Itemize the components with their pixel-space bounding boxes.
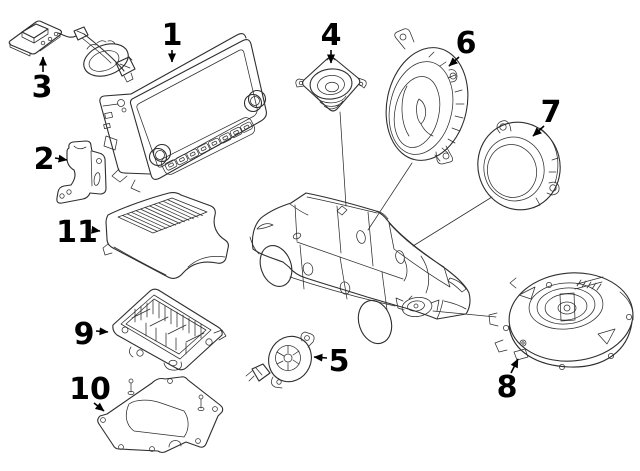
head-unit-button-row: [160, 117, 256, 175]
dash-speaker-location: [356, 230, 366, 244]
leader-line-6: [367, 162, 413, 231]
callout-11-number: 11: [56, 215, 98, 250]
side-mirror: [292, 232, 302, 240]
callout-2-arrow: [54, 154, 68, 163]
callout-7-arrow: [532, 125, 545, 137]
callout-6-number: 6: [456, 26, 477, 61]
callout-8-number: 8: [497, 370, 518, 405]
leader-line-8: [432, 310, 497, 318]
callout-3[interactable]: 3: [32, 56, 53, 105]
callout-10-number: 10: [69, 372, 111, 407]
round-speaker-drawing: [477, 120, 561, 211]
callout-1-number: 1: [162, 18, 183, 53]
callout-7-number: 7: [541, 95, 562, 130]
callout-11-arrow: [91, 225, 101, 234]
head-unit-knob-left: [148, 143, 172, 167]
leader-line-7: [412, 196, 493, 247]
callout-6[interactable]: 6: [448, 26, 477, 67]
callout-5-number: 5: [329, 344, 350, 379]
callout-5[interactable]: 5: [313, 344, 350, 379]
head-unit-knob-right: [243, 89, 267, 113]
rear-wheel: [357, 299, 393, 345]
callout-10-arrow: [93, 402, 105, 412]
callout-10[interactable]: 10: [69, 372, 111, 412]
rear-speaker-location: [395, 250, 405, 264]
callout-4[interactable]: 4: [321, 18, 342, 64]
callout-3-number: 3: [32, 70, 53, 105]
amplifier-heatsink-ribs: [122, 199, 203, 232]
callout-8-arrow: [510, 358, 519, 374]
callout-4-number: 4: [321, 18, 342, 53]
oval-speaker-rim-ticks: [428, 51, 465, 162]
subwoofer-hatch-detail: [574, 276, 604, 291]
callout-5-arrow: [313, 353, 328, 362]
junction-box-drawing: [112, 288, 227, 371]
amplifier-drawing: [102, 192, 229, 279]
head-unit-chassis-details: [102, 99, 141, 193]
callout-9-arrow: [95, 327, 109, 336]
mounting-plate-drawing: [97, 376, 224, 454]
front-wheel: [259, 245, 293, 287]
callout-9[interactable]: 9: [74, 317, 109, 352]
antenna-module-drawing: [8, 20, 136, 83]
small-speaker-drawing: [245, 331, 315, 389]
leader-line-4: [339, 111, 347, 207]
roof-antenna: [336, 205, 348, 216]
callout-11[interactable]: 11: [56, 215, 101, 250]
vehicle-outline-drawing: [249, 192, 471, 345]
callout-1[interactable]: 1: [162, 18, 183, 63]
rear-door-speaker-location: [339, 281, 351, 295]
callout-6-arrow: [448, 56, 460, 67]
leader-lines: [339, 111, 497, 318]
oval-speaker-drawing: [385, 28, 469, 165]
head-unit-drawing: [99, 32, 267, 193]
callout-9-number: 9: [74, 317, 95, 352]
callout-2[interactable]: 2: [34, 142, 68, 177]
mounting-bracket-drawing: [56, 140, 107, 204]
front-door-speaker-location: [302, 262, 314, 276]
cargo-subwoofer-location: [395, 295, 440, 318]
callout-7[interactable]: 7: [532, 95, 562, 137]
callout-8[interactable]: 8: [497, 358, 519, 405]
junction-box-pins: [131, 299, 205, 355]
tweeter-drawing: [295, 56, 367, 112]
callout-2-number: 2: [34, 142, 55, 177]
subwoofer-drawing: [488, 272, 634, 370]
